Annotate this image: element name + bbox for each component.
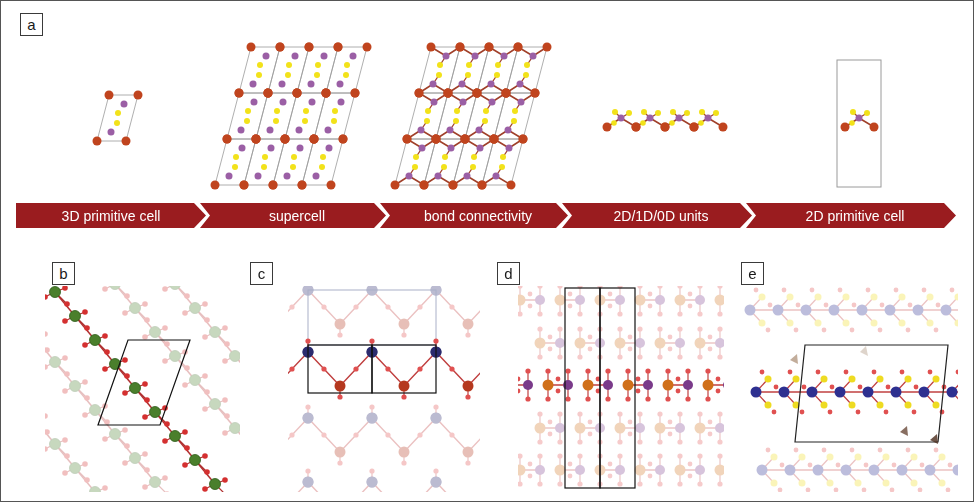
structure-copy <box>473 43 523 98</box>
structure-copy <box>502 43 552 98</box>
structure-copy <box>288 338 480 399</box>
structure-group <box>211 43 372 190</box>
step-arrow-fill <box>200 203 386 228</box>
step-label: 2D/1D/0D units <box>614 208 709 224</box>
cell-outline <box>308 290 436 345</box>
step-arrow-fill <box>380 203 568 228</box>
structure-copy <box>223 89 273 144</box>
structure-copy <box>93 91 143 146</box>
structure-copy <box>518 453 724 486</box>
panel-label: e <box>741 262 764 285</box>
structure-copy <box>745 288 959 333</box>
panel-label: b <box>52 262 75 285</box>
structure-copy <box>293 43 343 98</box>
structure-group <box>391 43 552 190</box>
structure-copy <box>518 368 724 401</box>
pipeline-step: 2D/1D/0D units <box>562 203 752 228</box>
structure-copy <box>403 89 453 144</box>
structure-group <box>45 286 240 492</box>
structure-copy <box>269 135 319 190</box>
pipeline-step: supercell <box>200 203 386 228</box>
step-label: 3D primitive cell <box>62 208 161 224</box>
cell-outline <box>795 345 948 442</box>
structure-copy <box>288 286 480 338</box>
structure-copy <box>461 89 511 144</box>
cell-outline <box>308 345 372 393</box>
cell-outline <box>790 354 798 364</box>
structure-copy <box>264 43 314 98</box>
cell-outline <box>372 345 436 393</box>
cell-outline <box>930 434 938 444</box>
cell-outline <box>900 426 908 436</box>
structure-copy <box>288 468 480 492</box>
panel-label: d <box>497 262 520 285</box>
structure-copy <box>535 326 725 359</box>
structure-copy <box>235 43 285 98</box>
cell-outline <box>837 60 881 187</box>
structure-copy <box>841 109 879 132</box>
structure-group <box>745 288 959 492</box>
pipeline-step: 3D primitive cell <box>16 203 206 228</box>
structure-copy <box>478 135 528 190</box>
structure-copy <box>420 135 470 190</box>
cell-outline <box>98 340 190 425</box>
structure-group <box>288 286 480 492</box>
structure-group <box>518 286 724 488</box>
structure-copy <box>490 89 540 144</box>
structure-copy <box>102 286 240 491</box>
step-label: bond connectivity <box>424 208 532 224</box>
structure-copy <box>45 286 170 492</box>
structure-copy <box>45 293 110 492</box>
structure-copy <box>211 135 261 190</box>
structure-copy <box>298 135 348 190</box>
panel-letter: c <box>258 265 266 282</box>
structure-copy <box>288 404 480 465</box>
panel-label: a <box>20 13 43 36</box>
structure-copy <box>449 135 499 190</box>
structure-copy <box>252 89 302 144</box>
structure-copy <box>757 448 959 492</box>
structure-copy <box>162 286 240 491</box>
step-label: supercell <box>269 208 325 224</box>
structure-copy <box>281 89 331 144</box>
cell-outline <box>565 288 600 488</box>
pipeline-step: 2D primitive cell <box>746 203 956 228</box>
panel-letter: a <box>27 16 35 33</box>
panel-letter: b <box>59 265 67 282</box>
cell-outline <box>860 346 868 356</box>
structure-copy <box>45 286 230 492</box>
panel-letter: d <box>504 265 512 282</box>
pipeline-step: bond connectivity <box>380 203 568 228</box>
structure-copy <box>415 43 465 98</box>
step-arrow-fill <box>16 203 206 228</box>
structure-copy <box>310 89 360 144</box>
structure-copy <box>240 135 290 190</box>
step-label: 2D primitive cell <box>806 208 905 224</box>
structure-copy <box>322 43 372 98</box>
structure-copy <box>518 286 724 317</box>
structure-copy <box>690 109 728 132</box>
structure-group <box>45 286 240 492</box>
step-arrow-fill <box>746 203 956 228</box>
structure-group <box>288 286 480 492</box>
structure-copy <box>751 370 959 415</box>
structure-group <box>603 109 728 132</box>
panel-letter: e <box>748 265 756 282</box>
structure-copy <box>391 135 441 190</box>
step-arrow-fill <box>562 203 752 228</box>
structure-group <box>745 288 959 492</box>
panel-label: c <box>250 262 273 285</box>
structure-copy <box>535 411 725 444</box>
structure-copy <box>444 43 494 98</box>
structure-copy <box>432 89 482 144</box>
cell-outline <box>600 288 635 488</box>
